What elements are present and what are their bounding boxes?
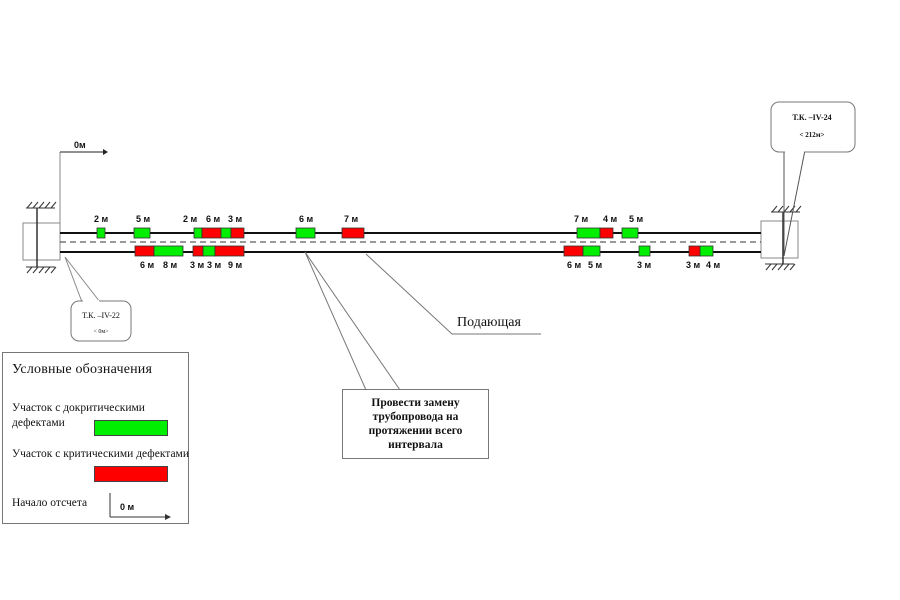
legend-title: Условные обозначения <box>12 362 153 377</box>
end-chamber <box>760 205 802 271</box>
defect-label: 3 м <box>207 260 222 270</box>
upper-defects <box>96 227 639 239</box>
ground-hatch-icon <box>26 201 57 209</box>
defect-label: 5 м <box>588 260 603 270</box>
ground-hatch-icon <box>771 205 802 213</box>
defect-segment <box>134 245 155 257</box>
upper-defect-labels: 2 м 5 м 2 м 6 м 3 м 6 м 7 м 7 м 4 м 5 м <box>94 214 644 224</box>
arrow-right-icon <box>165 514 171 520</box>
ground-hatch-icon <box>26 266 57 274</box>
defect-segment <box>638 245 651 257</box>
defect-label: 4 м <box>706 260 721 270</box>
action-callout-text: Провести замену трубопровода на протяжен… <box>368 397 463 451</box>
defect-segment <box>214 245 245 257</box>
defect-label: 8 м <box>163 260 178 270</box>
origin-label: 0м <box>74 140 86 150</box>
defect-segment <box>193 227 203 239</box>
action-callout-leader <box>304 251 401 391</box>
defect-segment <box>153 245 184 257</box>
defect-segment <box>688 245 701 257</box>
defect-segment <box>220 227 232 239</box>
defect-label: 7 м <box>344 214 359 224</box>
legend-origin-marker: 0 м <box>109 493 171 520</box>
defect-label: 3 м <box>190 260 205 270</box>
defect-label: 2 м <box>183 214 198 224</box>
defect-segment <box>699 245 714 257</box>
legend-origin-label: Начало отсчета <box>12 497 88 509</box>
defect-label: 6 м <box>140 260 155 270</box>
defect-segment <box>341 227 365 239</box>
defect-segment <box>621 227 639 239</box>
legend-origin-marker-label: 0 м <box>120 502 135 512</box>
pipe-label-callout: Подающая <box>365 253 541 335</box>
start-node-distance: < 0м> <box>93 329 109 335</box>
legend-swatch-critical <box>94 466 168 482</box>
lower-defect-labels: 6 м 8 м 3 м 3 м 9 м 6 м 5 м 3 м 3 м 4 м <box>140 260 721 270</box>
legend-swatch-precritical <box>94 420 168 436</box>
defect-segment <box>133 227 151 239</box>
defect-label: 6 м <box>299 214 314 224</box>
defect-segment <box>563 245 584 257</box>
ground-hatch-icon <box>765 263 796 271</box>
start-node-callout: Т.К. –IV-22 < 0м> <box>64 256 132 342</box>
legend-item-precritical-label: Участок с докритическими дефектами <box>12 402 145 429</box>
end-node-distance: < 212м> <box>800 131 825 139</box>
defect-label: 6 м <box>567 260 582 270</box>
defect-label: 3 м <box>637 260 652 270</box>
defect-segment <box>192 245 204 257</box>
defect-segment <box>201 227 222 239</box>
defect-label: 6 м <box>206 214 221 224</box>
lower-defects <box>134 245 714 257</box>
defect-label: 3 м <box>228 214 243 224</box>
defect-segment <box>295 227 316 239</box>
defect-segment <box>599 227 614 239</box>
defect-label: 5 м <box>629 214 644 224</box>
defect-segment <box>96 227 106 239</box>
defect-label: 4 м <box>603 214 618 224</box>
origin-marker: 0м <box>59 140 108 233</box>
action-callout: Провести замену трубопровода на протяжен… <box>342 389 489 459</box>
pipe-label: Подающая <box>457 315 521 330</box>
start-chamber <box>22 201 61 274</box>
defect-segment <box>582 245 601 257</box>
start-node-name: Т.К. –IV-22 <box>82 311 120 320</box>
legend: Условные обозначения Участок с докритиче… <box>2 352 189 524</box>
defect-label: 9 м <box>228 260 243 270</box>
defect-segment <box>230 227 245 239</box>
defect-label: 2 м <box>94 214 109 224</box>
defect-label: 7 м <box>574 214 589 224</box>
legend-item-critical-label: Участок с критическими дефектами <box>12 448 189 460</box>
end-node-name: Т.К. –IV-24 <box>792 113 831 122</box>
arrow-right-icon <box>103 149 108 155</box>
end-node-callout: Т.К. –IV-24 < 212м> <box>770 101 856 257</box>
defect-label: 3 м <box>686 260 701 270</box>
defect-segment <box>202 245 216 257</box>
defect-segment <box>576 227 601 239</box>
defect-label: 5 м <box>136 214 151 224</box>
